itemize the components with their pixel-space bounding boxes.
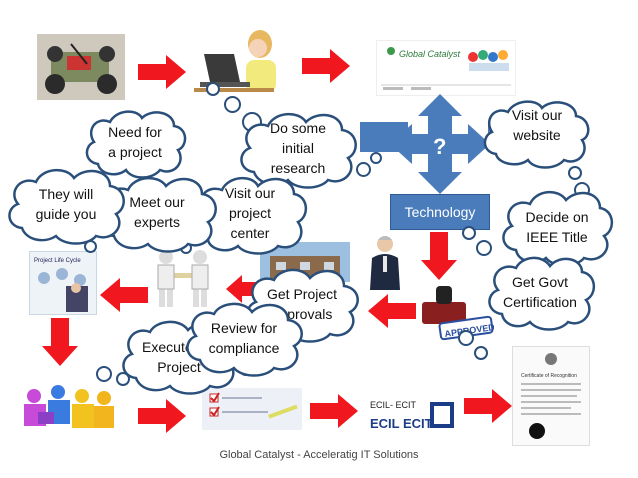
thought-dot	[462, 226, 476, 240]
robot-kit-image	[37, 34, 125, 100]
cloud-govt-certification: Get Govt Certification	[482, 254, 598, 331]
cloud-project-center: Visit our project center	[188, 170, 312, 256]
thought-dot	[568, 166, 582, 180]
cloud-visit-website: Visit our website	[478, 98, 596, 169]
question-mark: ?	[433, 134, 446, 159]
arrow-left-handshake	[100, 278, 148, 312]
cloud-meet-experts-text: Meet our experts	[129, 194, 185, 230]
thought-dot	[116, 372, 130, 386]
thought-dot	[356, 162, 371, 177]
thought-dot	[206, 82, 220, 96]
thought-dot	[458, 330, 474, 346]
arrow-right-4	[310, 394, 358, 428]
arrow-right-1	[138, 55, 186, 89]
thought-dot	[476, 240, 492, 256]
ecil-ecit-logo: ECIL- ECIT ECIL ECIT	[364, 396, 458, 436]
certificate-image: Certificate of Recognition	[512, 346, 590, 446]
approved-stamp-image: APPROVED	[414, 284, 494, 344]
thought-dot	[370, 152, 382, 164]
thought-dot	[474, 346, 488, 360]
cloud-need-project: Need for a project	[80, 106, 190, 179]
cloud-initial-research-text: Do some initial research	[269, 120, 327, 176]
arrow-down-technology	[421, 232, 457, 280]
arrow-left-center	[226, 275, 260, 303]
checklist-image	[202, 388, 302, 430]
cloud-guide-you-text: They will guide you	[35, 186, 97, 222]
team-puzzle-image	[20, 380, 118, 434]
arrow-right-5	[464, 389, 512, 423]
cloud-meet-experts: Meet our experts	[94, 172, 220, 253]
expert-businessman-photo	[368, 234, 402, 290]
footer-text: Global Catalyst - Acceleratig IT Solutio…	[219, 449, 419, 461]
ecil-logo-subtext: ECIL ECIT	[370, 416, 433, 431]
cloud-decide-title-text: Decide on IEEE Title	[525, 209, 589, 245]
cloud-review-compliance-text: Review for compliance	[208, 320, 280, 356]
handshake-image	[148, 247, 218, 309]
project-lifecycle-image: Project Life Cycle	[29, 251, 97, 315]
ecil-logo-text: ECIL- ECIT	[370, 400, 417, 410]
lifecycle-title: Project Life Cycle	[34, 258, 81, 264]
thought-dot	[224, 96, 241, 113]
cloud-govt-certification-text: Get Govt Certification	[503, 274, 577, 310]
technology-box: Technology	[390, 194, 490, 230]
cloud-project-center-text: Visit our project center	[224, 185, 276, 241]
arrow-right-3	[138, 399, 186, 433]
arrow-down-lifecycle	[42, 318, 78, 366]
arrow-left-approval	[368, 294, 416, 328]
cloud-review-compliance: Review for compliance	[180, 300, 308, 377]
arrow-right-2	[302, 49, 350, 83]
website-brand-text: Global Catalyst	[399, 49, 461, 59]
cloud-initial-research: Do some initial research	[234, 108, 362, 189]
cloud-guide-you: They will guide you	[2, 166, 130, 245]
cloud-visit-website-text: Visit our website	[511, 107, 563, 143]
website-screenshot-image: Global Catalyst	[376, 40, 516, 96]
certificate-title: Certificate of Recognition	[521, 373, 577, 379]
student-laptop-image	[194, 24, 286, 98]
cloud-need-project-text: Need for a project	[108, 124, 162, 160]
thought-dot	[96, 366, 112, 382]
